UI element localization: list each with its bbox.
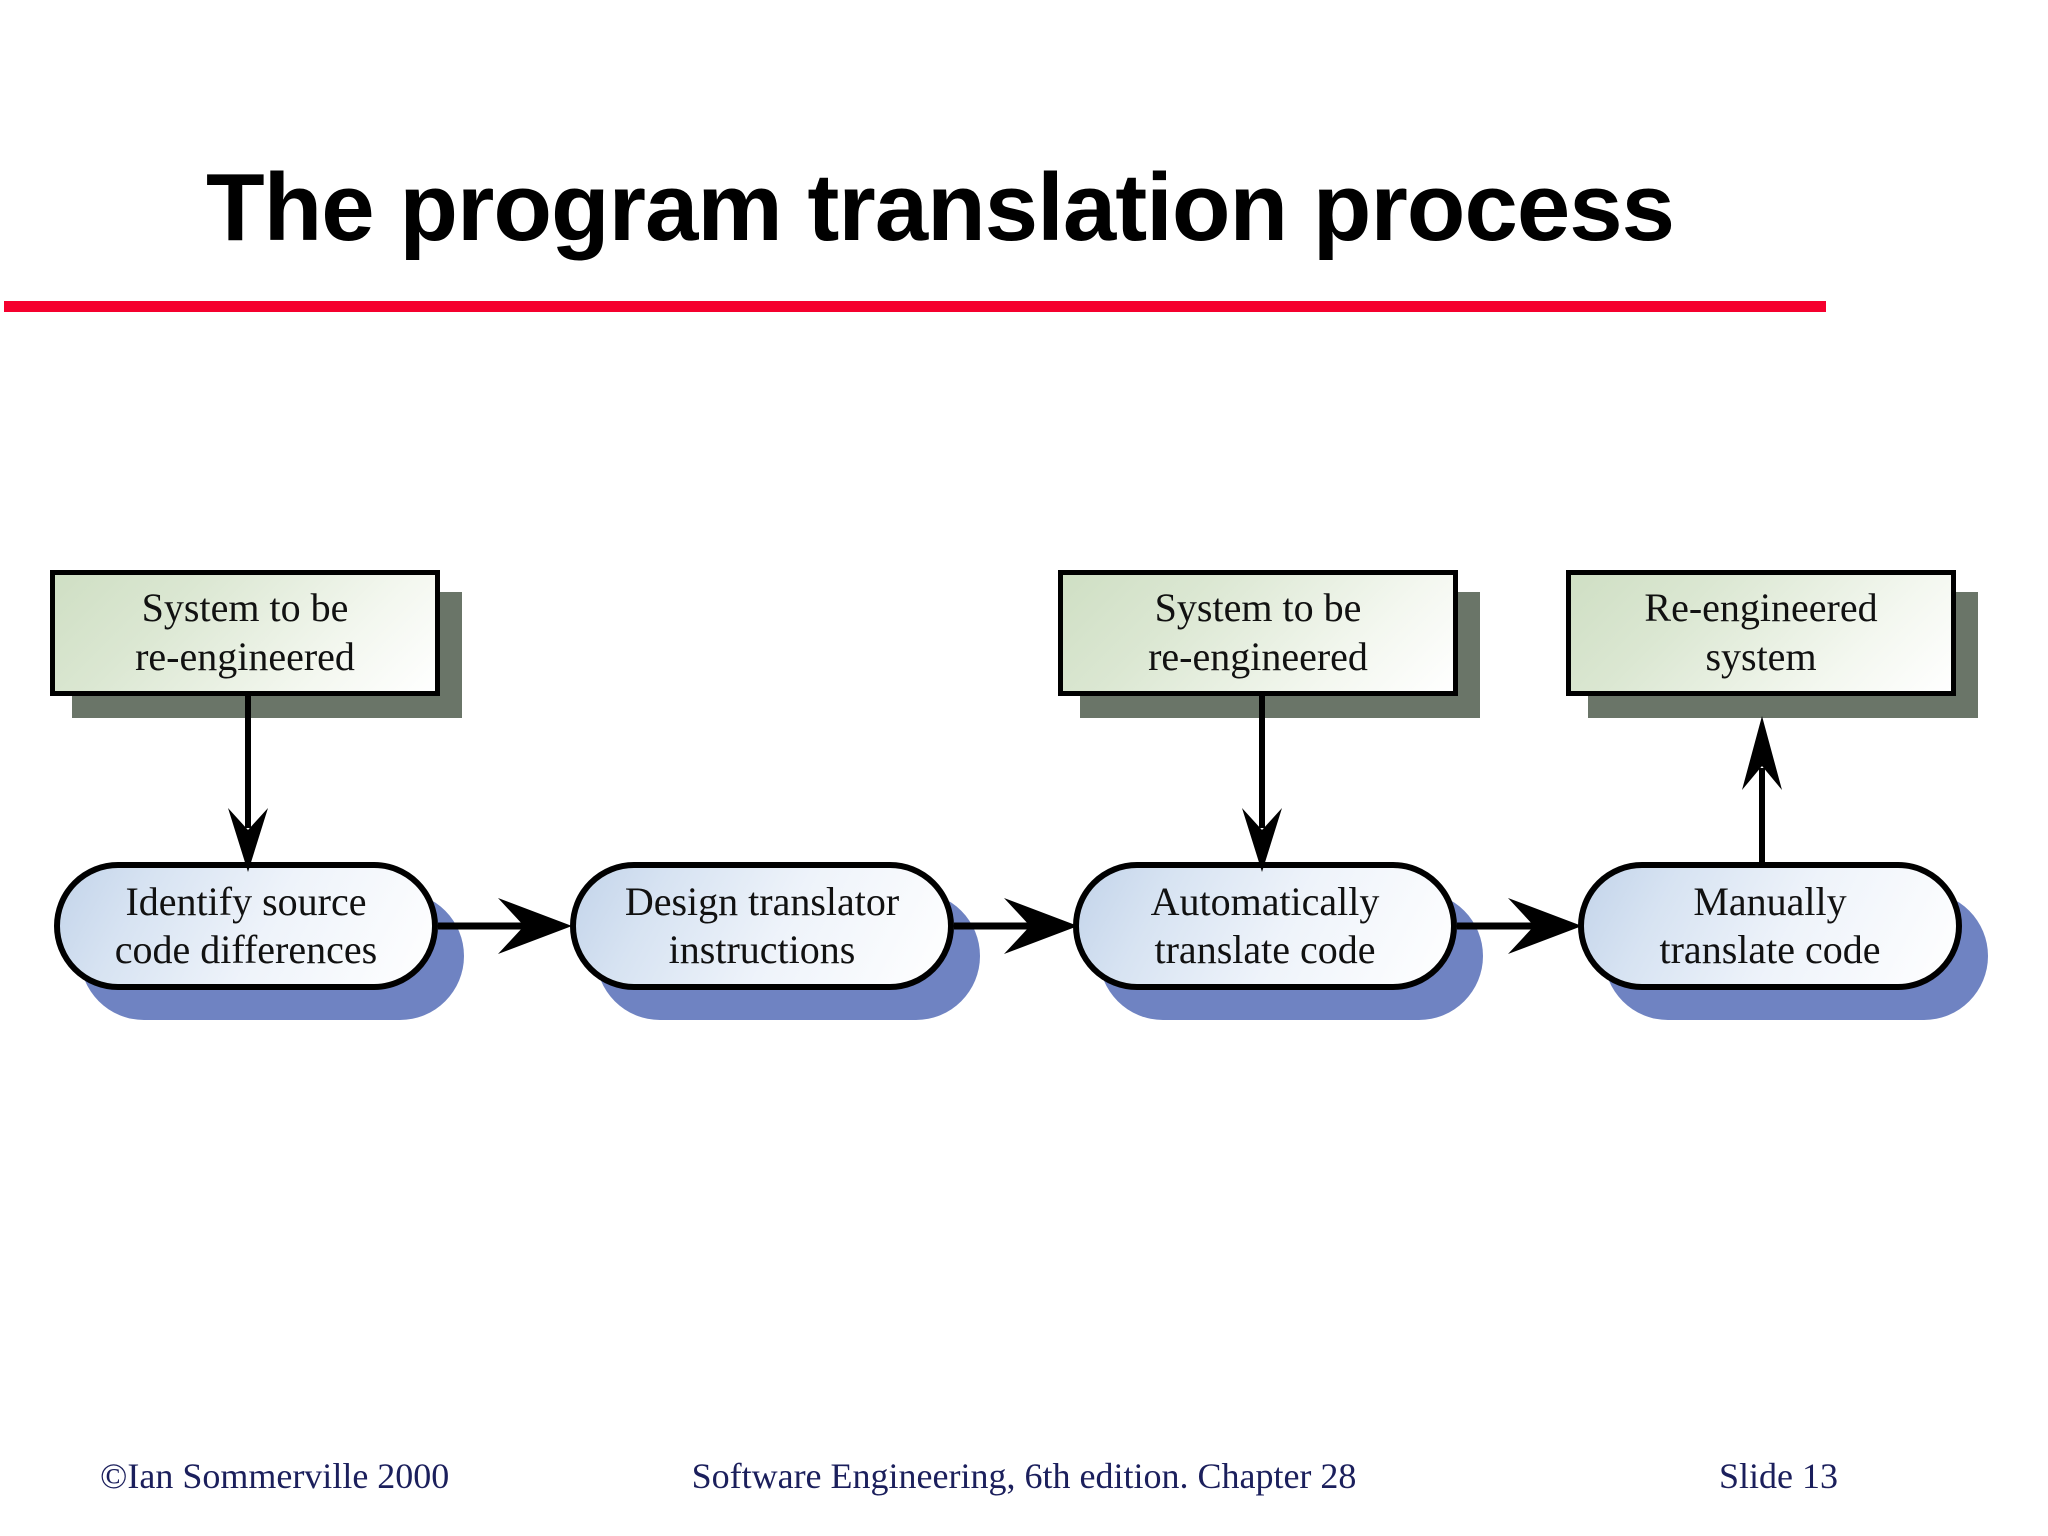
arrow-src1-to-act1 <box>228 696 268 872</box>
source-box-label-line1: System to be <box>141 585 349 631</box>
activity-box-label-line1: Identify source <box>125 879 367 924</box>
source-box-label-line2: re-engineered <box>1148 634 1368 679</box>
arrow-act4-to-src3 <box>1742 716 1782 862</box>
activity-box-manually-translate-code[interactable]: Manually translate code <box>1578 862 1988 1020</box>
source-box-label-line1: Re-engineered <box>1644 585 1878 631</box>
activity-box-body: Design translator instructions <box>570 862 954 990</box>
arrow-src2-to-act3 <box>1242 696 1282 872</box>
source-box-label-line1: System to be <box>1154 585 1362 631</box>
activity-box-label-line1: Manually <box>1693 879 1847 924</box>
activity-box-body: Automatically translate code <box>1073 862 1457 990</box>
source-box-body: Re-engineered system <box>1566 570 1956 696</box>
activity-box-label-line2: translate code <box>1659 927 1881 972</box>
source-box-body: System to be re-engineered <box>50 570 440 696</box>
footer-copyright: ©Ian Sommerville 2000 <box>100 1456 450 1496</box>
activity-box-label-line2: translate code <box>1154 927 1376 972</box>
slide-footer: ©Ian Sommerville 2000 Software Engineeri… <box>0 1455 2048 1515</box>
activity-box-design-translator-instructions[interactable]: Design translator instructions <box>570 862 980 1020</box>
footer-book-reference: Software Engineering, 6th edition. Chapt… <box>691 1456 1357 1496</box>
source-box-re-engineered-system[interactable]: Re-engineered system <box>1566 570 1978 718</box>
activity-box-label-line1: Automatically <box>1150 879 1380 924</box>
footer-slide-number: Slide 13 <box>1718 1456 1838 1496</box>
source-box-label-line2: system <box>1705 634 1817 679</box>
activity-box-body: Identify source code differences <box>54 862 438 990</box>
activity-box-label-line2: instructions <box>668 927 856 972</box>
title-underline-rule <box>4 301 1826 312</box>
activity-box-body: Manually translate code <box>1578 862 1962 990</box>
source-box-label-line2: re-engineered <box>135 634 355 679</box>
source-box-body: System to be re-engineered <box>1058 570 1458 696</box>
activity-box-automatically-translate-code[interactable]: Automatically translate code <box>1073 862 1483 1020</box>
source-box-system-to-be-re-engineered-2[interactable]: System to be re-engineered <box>1058 570 1480 718</box>
activity-box-label-line1: Design translator <box>624 879 900 924</box>
page-title: The program translation process <box>205 154 1675 261</box>
activity-box-identify-source-code-differences[interactable]: Identify source code differences <box>54 862 464 1020</box>
source-box-system-to-be-re-engineered-1[interactable]: System to be re-engineered <box>50 570 462 718</box>
activity-box-label-line2: code differences <box>114 927 378 972</box>
